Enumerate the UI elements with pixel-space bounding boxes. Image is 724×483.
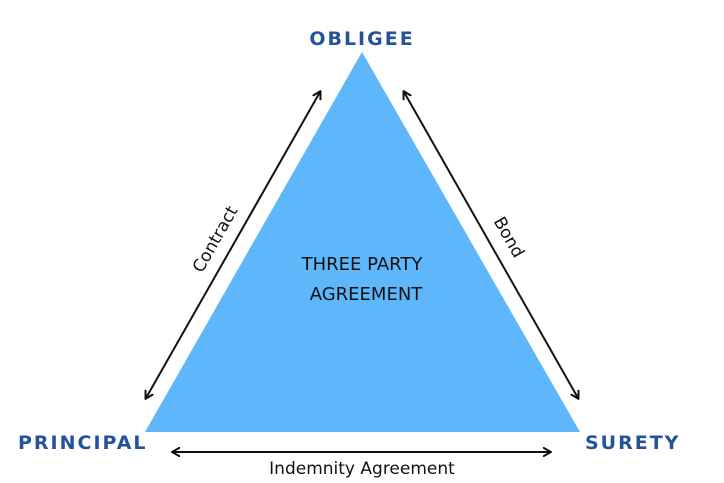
indemnity-label: Indemnity Agreement: [269, 459, 455, 479]
obligee-label: OBLIGEE: [309, 28, 414, 50]
contract-arrow: [146, 92, 320, 398]
center-label-line1: THREE PARTY: [301, 254, 424, 275]
bond-arrow: [404, 92, 578, 398]
principal-label: PRINCIPAL: [18, 432, 148, 454]
surety-label: SURETY: [585, 432, 680, 454]
bond-label: Bond: [489, 214, 528, 262]
contract-label: Contract: [189, 203, 243, 277]
center-label-line2: AGREEMENT: [310, 284, 424, 305]
